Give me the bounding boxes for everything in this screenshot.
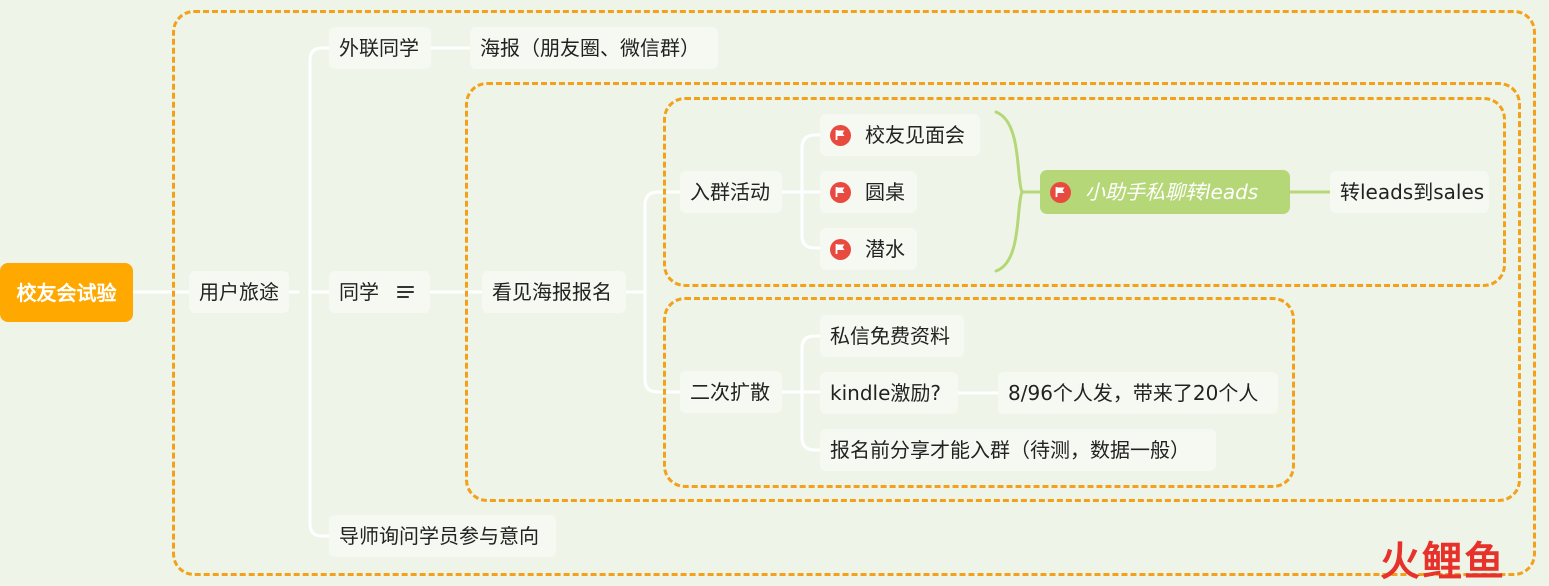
flag-icon — [830, 124, 851, 146]
node-user-journey[interactable]: 用户旅途 — [189, 271, 289, 313]
spread-boundary-frame — [663, 297, 1295, 488]
node-spread-label: 二次扩散 — [690, 380, 770, 404]
node-user-journey-label: 用户旅途 — [199, 280, 279, 304]
notes-icon[interactable] — [397, 282, 414, 302]
watermark-logo-text: 火鲤鱼 — [1380, 539, 1506, 585]
node-event-lurk-label: 潜水 — [865, 237, 905, 261]
node-see-poster[interactable]: 看见海报报名 — [482, 271, 626, 313]
node-kindle-result[interactable]: 8/96个人发，带来了20个人 — [998, 372, 1278, 414]
node-kindle-label: kindle激励? — [830, 381, 941, 405]
node-classmates-label: 同学 — [339, 280, 379, 304]
node-assistant-leads[interactable]: 小助手私聊转leads — [1040, 170, 1290, 214]
flag-icon — [1050, 181, 1071, 203]
node-free-material-label: 私信免费资料 — [830, 324, 950, 348]
node-event-meetup[interactable]: 校友见面会 — [820, 114, 980, 156]
watermark-logo: 火鲤鱼 — [1380, 542, 1506, 582]
node-join-group-label: 入群活动 — [690, 180, 770, 204]
node-mentor[interactable]: 导师询问学员参与意向 — [329, 515, 556, 557]
node-event-meetup-label: 校友见面会 — [865, 123, 965, 147]
node-event-roundtable-label: 圆桌 — [865, 180, 905, 204]
node-kindle[interactable]: kindle激励? — [820, 372, 958, 414]
flag-icon — [830, 238, 851, 260]
node-assistant-leads-label: 小助手私聊转leads — [1085, 180, 1259, 204]
connector-see-branches — [624, 190, 682, 394]
node-poster-label: 海报（朋友圈、微信群） — [480, 36, 700, 60]
connector-spread-items — [780, 334, 822, 452]
root-node[interactable]: 校友会试验 — [0, 263, 133, 322]
node-share-before-join[interactable]: 报名前分享才能入群（待测，数据一般） — [820, 429, 1216, 471]
outer-boundary-frame — [172, 10, 1536, 576]
node-free-material[interactable]: 私信免费资料 — [820, 315, 964, 357]
node-poster[interactable]: 海报（朋友圈、微信群） — [470, 27, 718, 69]
node-share-before-join-label: 报名前分享才能入群（待测，数据一般） — [830, 438, 1190, 462]
node-join-group[interactable]: 入群活动 — [680, 171, 782, 213]
flag-icon — [830, 181, 851, 203]
poster-boundary-frame — [465, 82, 1521, 502]
node-to-sales[interactable]: 转leads到sales — [1330, 171, 1489, 213]
node-kindle-result-label: 8/96个人发，带来了20个人 — [1008, 381, 1259, 405]
root-node-label: 校友会试验 — [16, 280, 117, 305]
node-event-roundtable[interactable]: 圆桌 — [820, 171, 917, 213]
node-see-poster-label: 看见海报报名 — [492, 280, 612, 304]
node-outreach-label: 外联同学 — [339, 36, 419, 60]
node-event-lurk[interactable]: 潜水 — [820, 228, 917, 270]
node-mentor-label: 导师询问学员参与意向 — [339, 524, 539, 548]
connector-l1-l2 — [287, 46, 331, 538]
node-spread[interactable]: 二次扩散 — [680, 371, 782, 413]
connector-join-events — [780, 133, 822, 250]
node-classmates[interactable]: 同学 — [329, 271, 430, 313]
node-to-sales-label: 转leads到sales — [1340, 180, 1485, 204]
node-outreach[interactable]: 外联同学 — [329, 27, 431, 69]
join-group-boundary-frame — [663, 97, 1506, 287]
